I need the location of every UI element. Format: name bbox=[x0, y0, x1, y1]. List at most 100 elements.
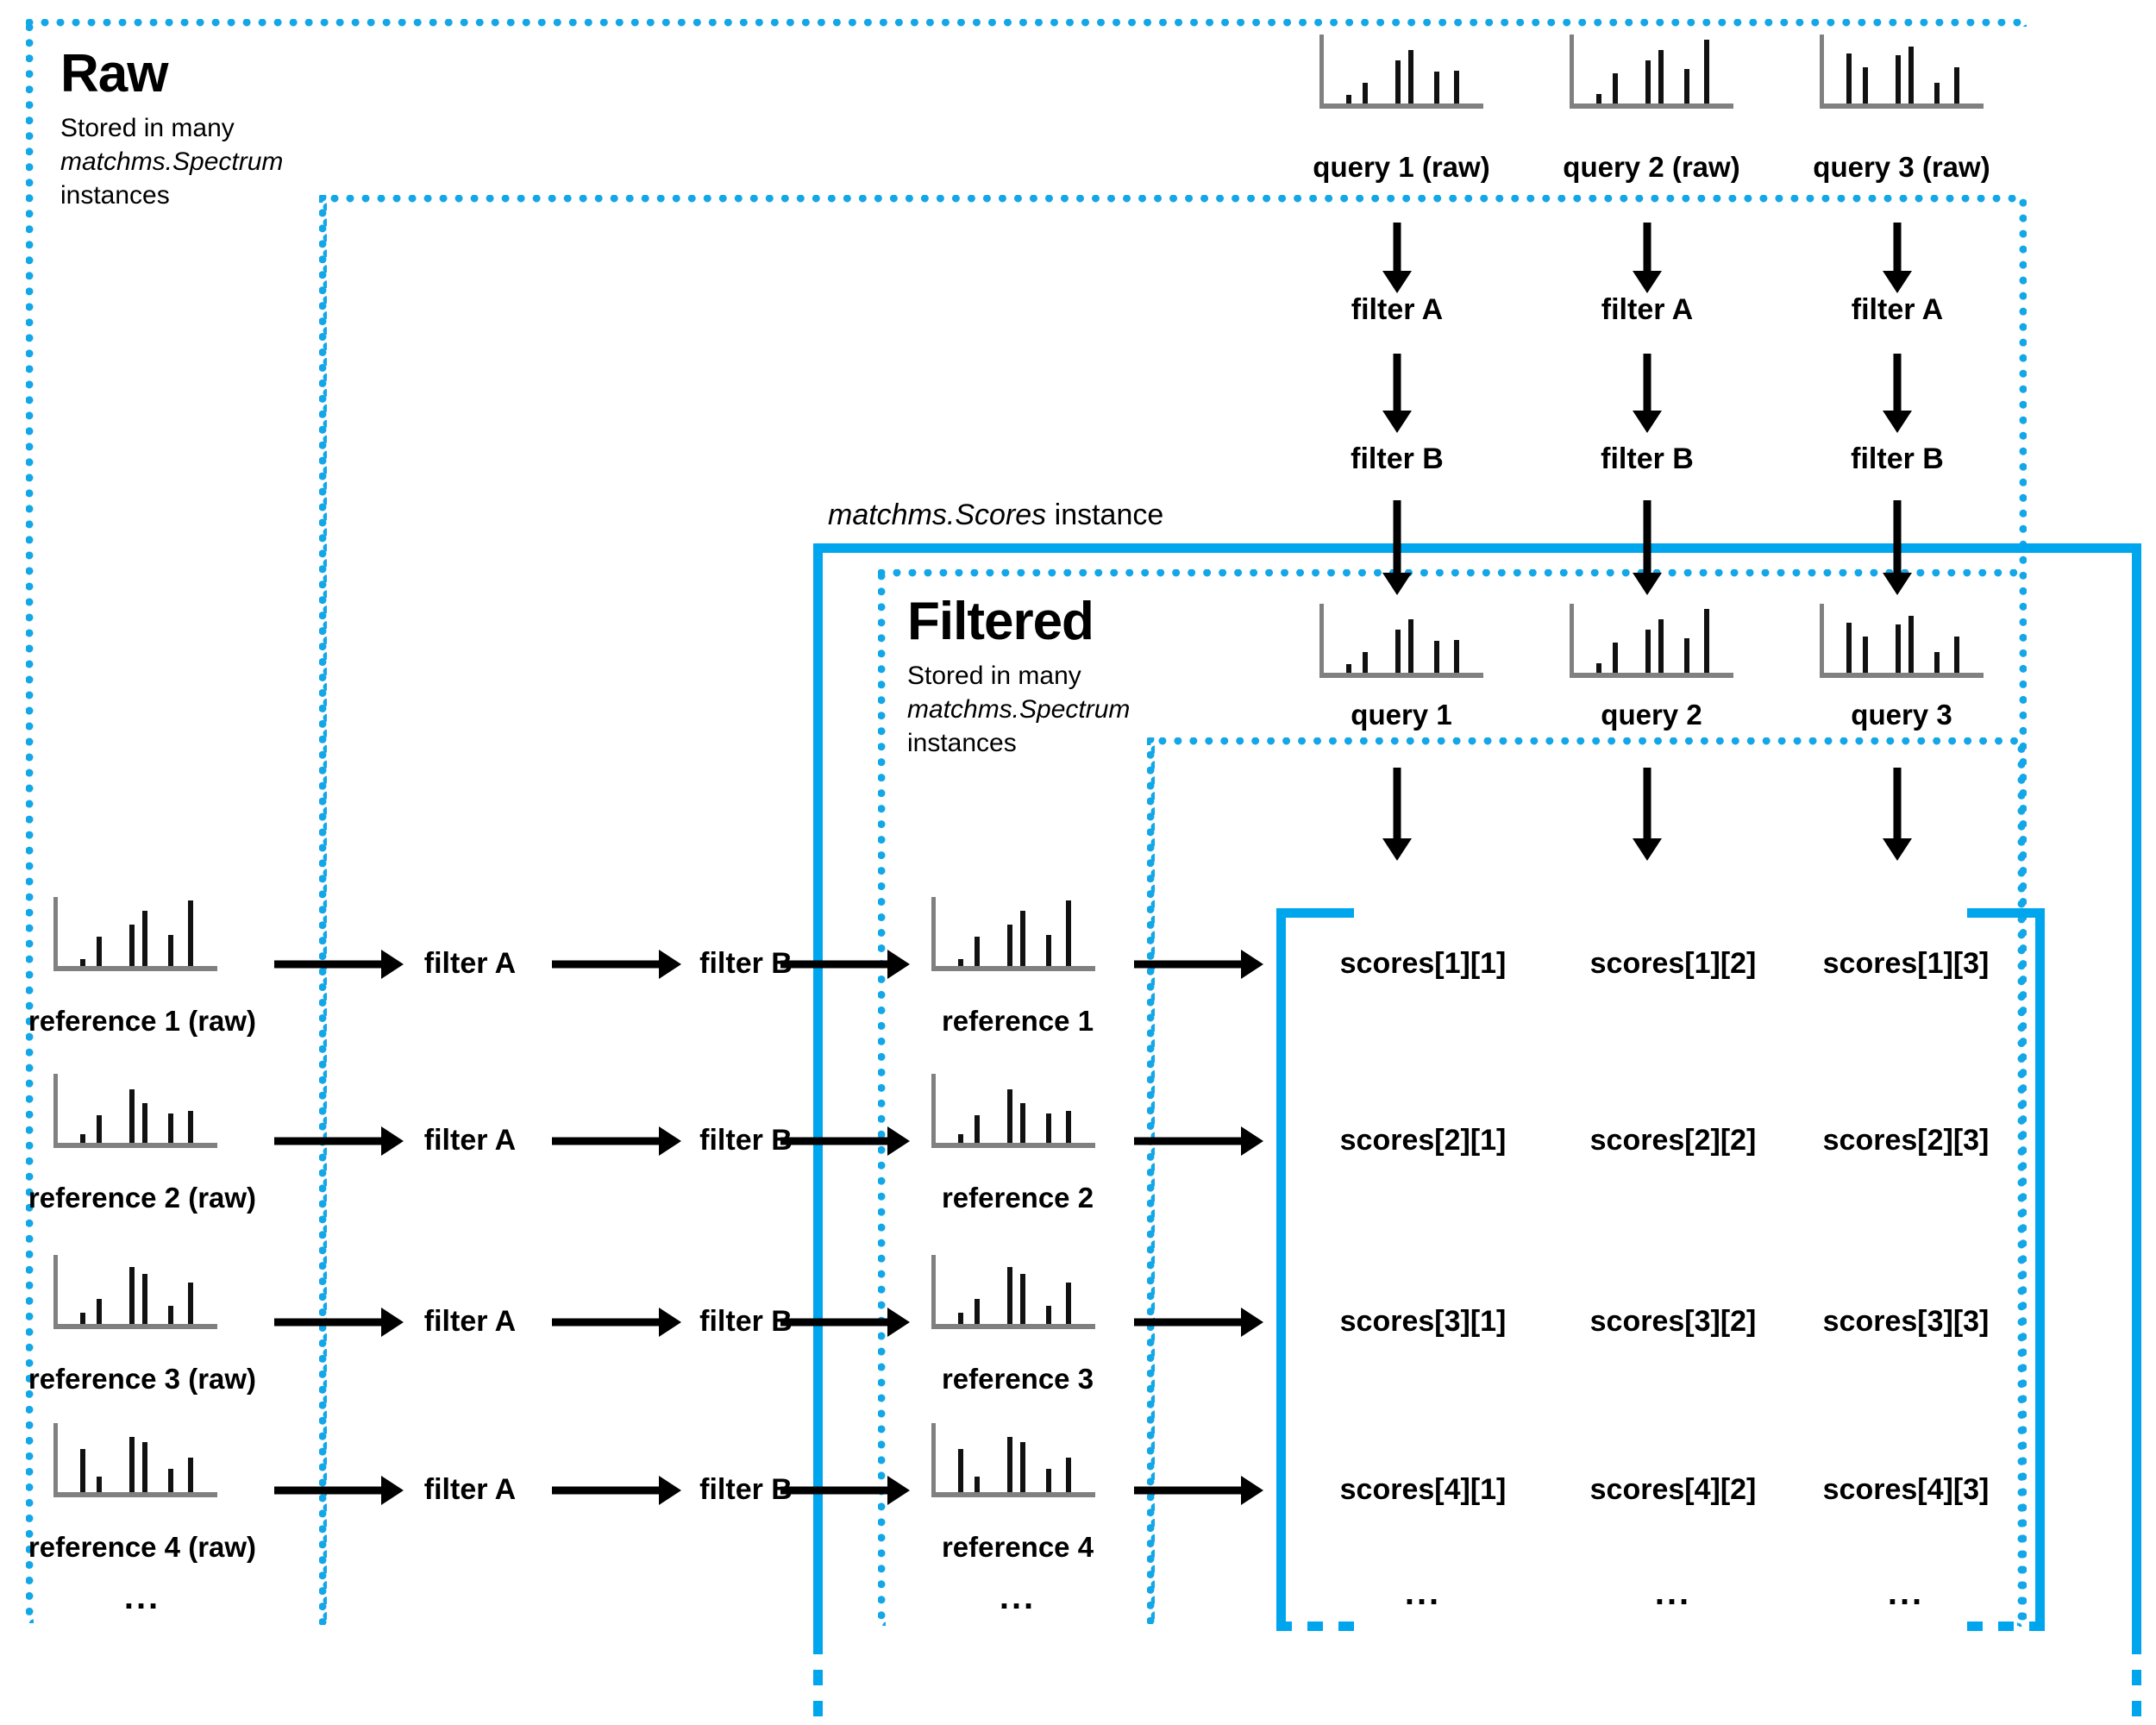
spectrum-peak bbox=[188, 1111, 194, 1143]
spectrum-reference-3 bbox=[931, 1255, 1095, 1329]
spectrum-peak bbox=[957, 1134, 963, 1143]
spectrum-peak bbox=[128, 1088, 135, 1143]
arrow-reference-4-to-scores-row bbox=[1134, 1473, 1263, 1508]
spectrum-peak bbox=[1345, 95, 1351, 104]
filter-a-query-1: filter A bbox=[1351, 293, 1444, 326]
spectrum-peak bbox=[1645, 630, 1651, 673]
score-cell-1-2: scores[1][2] bbox=[1589, 947, 1757, 980]
spectrum-x-axis bbox=[1570, 104, 1733, 109]
spectrum-peak bbox=[79, 1134, 85, 1143]
raw-title: Raw bbox=[60, 44, 168, 104]
spectrum-peak bbox=[1595, 662, 1601, 673]
filtered-desc-line-2: matchms.Spectrum bbox=[907, 695, 1131, 724]
score-cell-3-1: scores[3][1] bbox=[1339, 1305, 1507, 1338]
spectrum-peak bbox=[1934, 652, 1940, 673]
filter-b-query-2: filter B bbox=[1601, 442, 1694, 475]
arrow-filter-b-to-reference-4-filtered bbox=[780, 1473, 910, 1508]
arrow-filter-a-to-filter-b-query-2 bbox=[1630, 354, 1664, 433]
spectrum-peak bbox=[1066, 1111, 1072, 1143]
score-cell-2-2: scores[2][2] bbox=[1589, 1124, 1757, 1157]
spectrum-peak bbox=[1066, 1283, 1072, 1324]
spectrum-x-axis bbox=[1319, 673, 1483, 678]
scores-column-2-ellipsis: ... bbox=[1654, 1574, 1692, 1612]
spectrum-peak bbox=[1658, 49, 1664, 104]
arrow-query-3-to-filter-a bbox=[1880, 223, 1915, 293]
caption-query-2-raw: query 2 (raw) bbox=[1563, 151, 1740, 183]
spectrum-peak bbox=[96, 937, 102, 966]
arrow-filter-b-to-reference-2-filtered bbox=[780, 1124, 910, 1158]
spectrum-query-2-raw bbox=[1570, 34, 1733, 109]
spectrum-peak bbox=[79, 1449, 85, 1492]
caption-query-3-raw: query 3 (raw) bbox=[1813, 151, 1990, 183]
spectrum-peak bbox=[974, 1477, 980, 1492]
caption-query-1-raw: query 1 (raw) bbox=[1313, 151, 1490, 183]
spectrum-peak bbox=[1934, 83, 1940, 104]
spectrum-x-axis bbox=[1570, 673, 1733, 678]
spectrum-peak bbox=[1046, 1468, 1052, 1492]
caption-query-2: query 2 bbox=[1601, 699, 1702, 731]
score-cell-1-3: scores[1][3] bbox=[1822, 947, 1990, 980]
scores-instance-label-italic: matchms.Scores bbox=[828, 499, 1047, 531]
spectrum-peak bbox=[974, 1299, 980, 1324]
filter-a-reference-4: filter A bbox=[423, 1473, 517, 1506]
arrow-query-1-to-filter-a bbox=[1380, 223, 1414, 293]
spectrum-peak bbox=[957, 959, 963, 966]
scores-matrix-bracket-right-vertical bbox=[2035, 908, 2045, 1631]
spectrum-y-axis bbox=[1820, 604, 1824, 673]
raw-group-box bbox=[26, 19, 2027, 1623]
scores-matrix-bracket-left-vertical bbox=[1276, 908, 1286, 1631]
arrow-reference-2-raw-to-filter-a bbox=[274, 1124, 404, 1158]
spectrum-peak bbox=[1006, 1437, 1012, 1492]
caption-query-3: query 3 bbox=[1851, 699, 1952, 731]
spectrum-peak bbox=[96, 1477, 102, 1492]
spectrum-query-1 bbox=[1319, 604, 1483, 678]
raw-title-block: Raw Stored in many matchms.Spectrum inst… bbox=[60, 47, 283, 212]
spectrum-peak bbox=[1046, 935, 1052, 966]
scores-column-3-ellipsis: ... bbox=[1887, 1574, 1925, 1612]
scores-matrix-bracket-left-bottom-foot bbox=[1276, 1622, 1354, 1631]
filter-b-reference-3: filter B bbox=[699, 1305, 793, 1338]
score-cell-4-3: scores[4][3] bbox=[1822, 1473, 1990, 1506]
spectrum-peak bbox=[1020, 1274, 1025, 1324]
spectrum-peak bbox=[1066, 1458, 1072, 1492]
spectrum-y-axis bbox=[931, 1423, 936, 1492]
spectrum-peak bbox=[1684, 69, 1690, 104]
spectrum-peak bbox=[128, 1267, 135, 1324]
arrow-filter-a-to-filter-b-query-1 bbox=[1380, 354, 1414, 433]
spectrum-y-axis bbox=[931, 1255, 936, 1324]
scores-matrix-bracket-right-bottom-foot bbox=[1967, 1622, 2045, 1631]
filter-a-reference-2: filter A bbox=[423, 1124, 517, 1157]
spectrum-peak bbox=[96, 1115, 102, 1143]
spectrum-peak bbox=[142, 911, 147, 966]
spectrum-peak bbox=[1395, 60, 1401, 104]
spectrum-peak bbox=[1954, 637, 1960, 673]
spectrum-x-axis bbox=[931, 966, 1095, 971]
spectrum-peak bbox=[1434, 641, 1440, 673]
raw-desc-line-2: matchms.Spectrum bbox=[60, 147, 284, 176]
scores-matrix-bracket-right-top-foot bbox=[1967, 908, 2045, 918]
spectrum-peak bbox=[1395, 630, 1401, 673]
spectrum-x-axis bbox=[931, 1324, 1095, 1329]
spectrum-reference-1-raw bbox=[53, 897, 217, 971]
filtered-group-box bbox=[878, 569, 2025, 1626]
spectrum-peak bbox=[142, 1442, 147, 1492]
spectrum-x-axis bbox=[1820, 673, 1984, 678]
caption-reference-2-raw: reference 2 (raw) bbox=[28, 1182, 257, 1214]
spectrum-peak bbox=[974, 937, 980, 966]
spectrum-query-1-raw bbox=[1319, 34, 1483, 109]
filtered-title-block: Filtered Stored in many matchms.Spectrum… bbox=[907, 595, 1130, 760]
spectrum-y-axis bbox=[53, 1255, 58, 1324]
scores-column-1-ellipsis: ... bbox=[1404, 1574, 1442, 1612]
spectrum-peak bbox=[1704, 39, 1710, 104]
spectrum-peak bbox=[142, 1102, 147, 1143]
arrow-filter-b-to-reference-1-filtered bbox=[780, 947, 910, 982]
spectrum-reference-1 bbox=[931, 897, 1095, 971]
caption-reference-4: reference 4 bbox=[941, 1531, 1094, 1563]
raw-desc-line-1: Stored in many bbox=[60, 114, 235, 142]
spectrum-peak bbox=[168, 1468, 174, 1492]
spectrum-peak bbox=[1046, 1306, 1052, 1324]
raw-group-box-left-column bbox=[319, 195, 327, 1625]
score-cell-4-1: scores[4][1] bbox=[1339, 1473, 1507, 1506]
filter-a-query-3: filter A bbox=[1851, 293, 1944, 326]
